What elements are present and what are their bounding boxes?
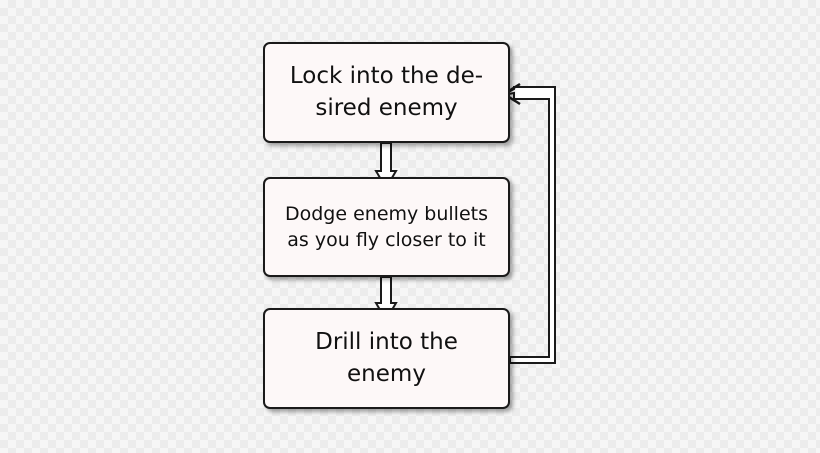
step-dodge-text: Dodge enemy bullets as you fly closer to… (285, 201, 488, 253)
step-dodge-line2: as you fly closer to it (287, 229, 486, 251)
step-dodge-line1: Dodge enemy bullets (284, 202, 489, 225)
arrow-loop-back (501, 82, 556, 364)
step-dodge: Dodge enemy bullets as you fly closer to… (263, 177, 510, 277)
step-lock-on: Lock into the de- sired enemy (263, 42, 510, 143)
step-drill-line2: enemy (347, 360, 426, 387)
step-drill: Drill into the enemy (263, 308, 510, 409)
step-lock-on-line2: sired enemy (315, 94, 458, 121)
step-lock-on-text: Lock into the de- sired enemy (290, 61, 483, 124)
step-drill-text: Drill into the enemy (315, 327, 458, 390)
step-lock-on-line1: Lock into the de- (289, 62, 484, 89)
step-drill-line1: Drill into the (315, 328, 458, 355)
